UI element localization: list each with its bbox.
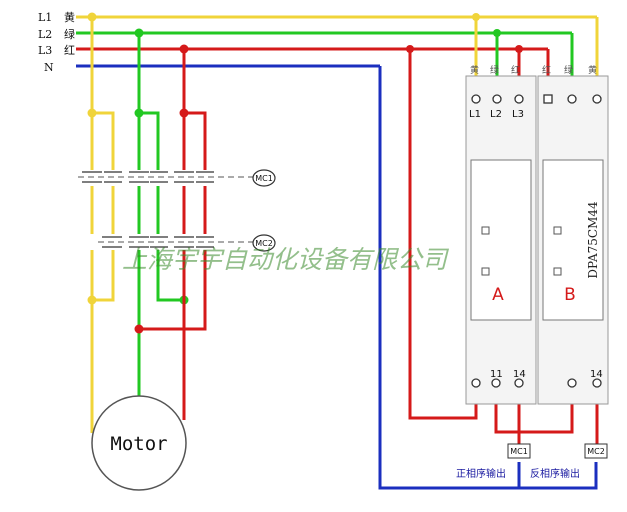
mc1-symbol: MC1	[252, 169, 276, 187]
terminal-l2: L2	[490, 109, 502, 120]
line-label-l3: L3	[38, 44, 52, 57]
line-color-l2: 绿	[64, 27, 75, 41]
module-color-left-2: 绿	[490, 64, 499, 76]
unit-b-label: B	[564, 285, 576, 305]
output-mc1: MC1	[507, 443, 531, 459]
mc1-label: MC1	[255, 174, 273, 183]
terminal-14-right: 14	[590, 369, 603, 380]
terminal-11: 11	[490, 369, 503, 380]
module-color-right-1: 红	[542, 64, 551, 76]
output-mc2: MC2	[584, 443, 608, 459]
module-color-left-3: 红	[511, 64, 520, 76]
line-label-n: N	[44, 61, 54, 74]
output-mc1-label: MC1	[510, 447, 528, 456]
line-label-l2: L2	[38, 28, 52, 41]
power-circuit	[78, 12, 254, 433]
unit-a-label: A	[492, 285, 504, 305]
module-top-wiring	[378, 13, 599, 490]
phase-module: 黄 绿 红 红 绿 黄 L1 L2 L3 A B DPA75CM44	[465, 64, 609, 405]
line-label-l1: L1	[38, 11, 52, 24]
forward-output-caption: 正相序输出	[456, 467, 506, 480]
line-color-l3: 红	[64, 44, 75, 57]
mc2-label: MC2	[255, 239, 273, 248]
terminal-l1: L1	[469, 109, 481, 120]
model-label: DPA75CM44	[586, 201, 600, 279]
terminal-14-left: 14	[513, 369, 526, 380]
motor: Motor	[91, 395, 187, 491]
module-color-right-2: 绿	[564, 64, 573, 76]
company-watermark: 上海宇宇自动化设备有限公司	[122, 245, 450, 274]
module-color-left-1: 黄	[470, 64, 479, 76]
motor-label: Motor	[110, 433, 167, 455]
module-color-right-3: 黄	[588, 64, 597, 76]
line-color-l1: 黄	[64, 10, 75, 24]
mc2-symbol: MC2	[252, 234, 276, 252]
line-labels: L1 黄 L2 绿 L3 红 N	[38, 10, 75, 74]
output-mc2-label: MC2	[587, 447, 605, 456]
reverse-output-caption: 反相序输出	[530, 467, 580, 480]
terminal-l3: L3	[512, 109, 524, 120]
